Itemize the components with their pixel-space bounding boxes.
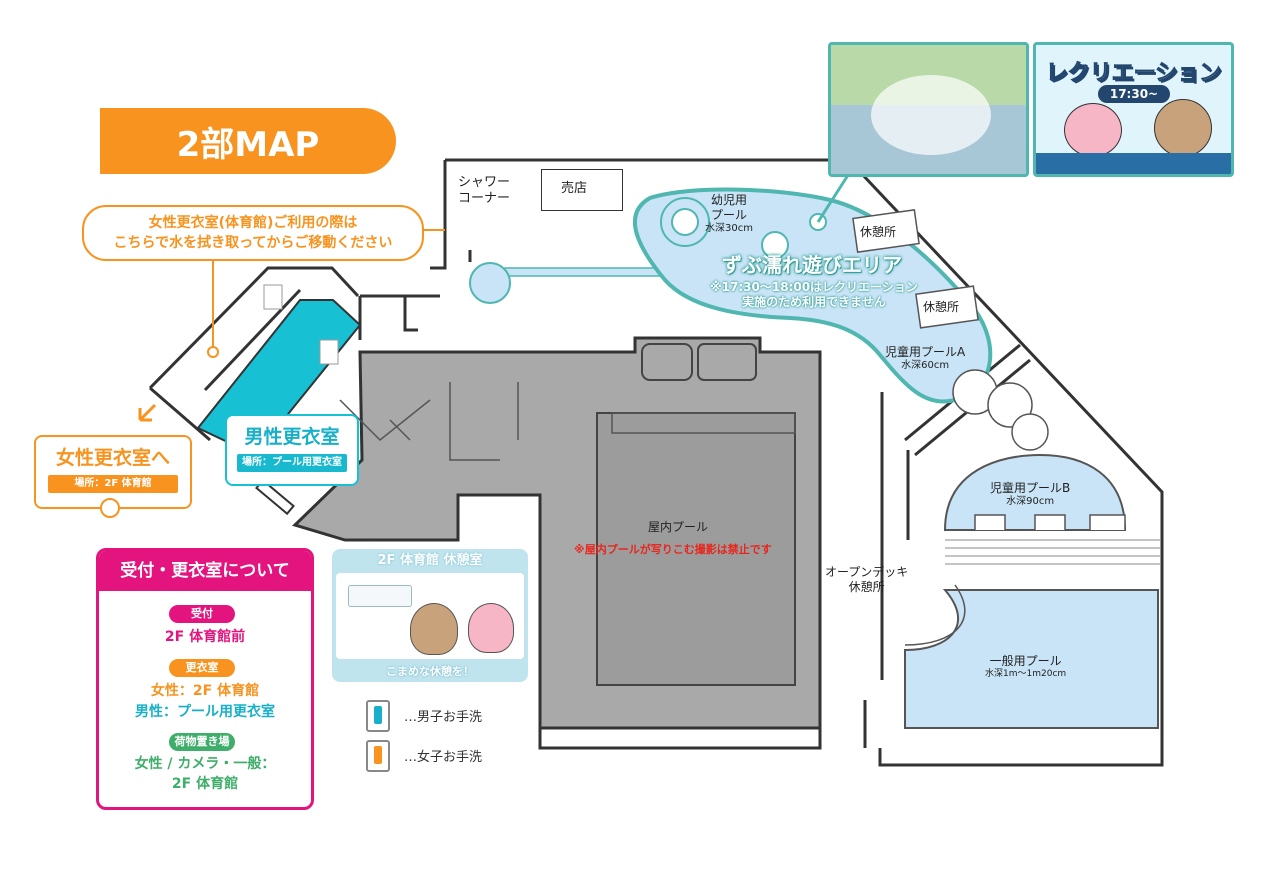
shop-label: 売店 xyxy=(561,181,588,196)
infant-pool-label: 幼児用プール 水深30cm xyxy=(705,193,753,234)
page-title: 2部MAP xyxy=(100,108,396,174)
male-toilet-icon xyxy=(366,700,390,732)
changing-block-outline xyxy=(148,266,360,390)
bear-left-icon xyxy=(1064,103,1122,157)
bear-character-icon xyxy=(410,603,458,655)
recreation-time: 17:30~ xyxy=(1098,85,1170,103)
legend-male-toilet: …男子お手洗 xyxy=(404,710,483,725)
note-line1: 女性更衣室(体育館)ご利用の際は xyxy=(148,215,358,231)
arrow-down-left-icon xyxy=(138,403,157,422)
locker-male: 男性：プール用更衣室 xyxy=(135,704,275,720)
pink-bear-character-icon xyxy=(468,603,514,653)
rest-area-2-label: 休憩所 xyxy=(923,300,960,314)
splash-shape xyxy=(871,75,991,155)
female-room-title: 女性更衣室へ xyxy=(55,447,170,469)
shower-corner-label: シャワーコーナー xyxy=(458,175,511,207)
baggage-line2: 2F 体育館 xyxy=(171,776,239,792)
male-room-location: 場所：プール用更衣室 xyxy=(237,454,347,472)
female-room-note: 女性更衣室(体育館)ご利用の際は こちらで水を拭き取ってからご移動ください xyxy=(82,205,424,261)
wet-area-title: ずぶ濡れ遊びエリア xyxy=(722,253,902,277)
rest-room-illustration xyxy=(336,573,524,659)
kids-pool-b xyxy=(943,453,1127,531)
note-line2: こちらで水を拭き取ってからご移動ください xyxy=(113,235,393,251)
recreation-title: レクリエーション xyxy=(1045,61,1222,87)
air-conditioner-icon xyxy=(348,585,412,607)
rest-area-1-label: 休憩所 xyxy=(860,225,897,239)
rest-room-card: 2F 体育館 休憩室 こまめな休憩を！ xyxy=(332,549,528,682)
general-pool xyxy=(904,589,1159,729)
shop-box xyxy=(541,169,623,211)
female-toilet-icon xyxy=(366,740,390,772)
wet-play-photo xyxy=(828,42,1029,177)
indoor-pool-basin xyxy=(596,412,796,686)
indoor-pool-note: ※屋内プールが写りこむ撮影は禁止です xyxy=(574,543,772,556)
locker-female: 女性：2F 体育館 xyxy=(150,683,260,699)
round-pool xyxy=(469,262,511,304)
info-header: 受付・更衣室について xyxy=(99,551,311,591)
wet-area-note: ※17:30～18:00はレクリエーション実施のため利用できません xyxy=(710,280,918,309)
female-room-marker-icon xyxy=(100,498,120,518)
baggage-line1: 女性 / カメラ・一般： xyxy=(134,756,276,772)
reception-pill: 受付 xyxy=(169,605,235,623)
legend-female-toilet: …女子お手洗 xyxy=(404,750,483,765)
bear-right-icon xyxy=(1154,99,1212,157)
female-room-location: 場所：2F 体育館 xyxy=(48,475,178,493)
indoor-pool-label: 屋内プール xyxy=(648,520,709,534)
recreation-card: レクリエーション 17:30~ xyxy=(1033,42,1234,177)
rest-room-title: 2F 体育館 休憩室 xyxy=(377,553,483,568)
general-pool-label: 一般用プール水深1m～1m20cm xyxy=(985,654,1067,679)
locker-pill: 更衣室 xyxy=(169,659,235,677)
male-room-title: 男性更衣室 xyxy=(244,426,340,448)
open-deck-label: オープンデッキ休憩所 xyxy=(825,565,909,594)
reception-value: 2F 体育館前 xyxy=(164,629,246,645)
baggage-pill: 荷物置き場 xyxy=(169,733,235,751)
male-changing-room-box[interactable]: 男性更衣室 場所：プール用更衣室 xyxy=(225,414,359,486)
female-changing-room-box[interactable]: 女性更衣室へ 場所：2F 体育館 xyxy=(34,435,192,509)
rest-room-message: こまめな休憩を！ xyxy=(386,665,474,678)
reception-info-box: 受付・更衣室について 受付 2F 体育館前 更衣室 女性：2F 体育館 男性：プ… xyxy=(96,548,314,810)
